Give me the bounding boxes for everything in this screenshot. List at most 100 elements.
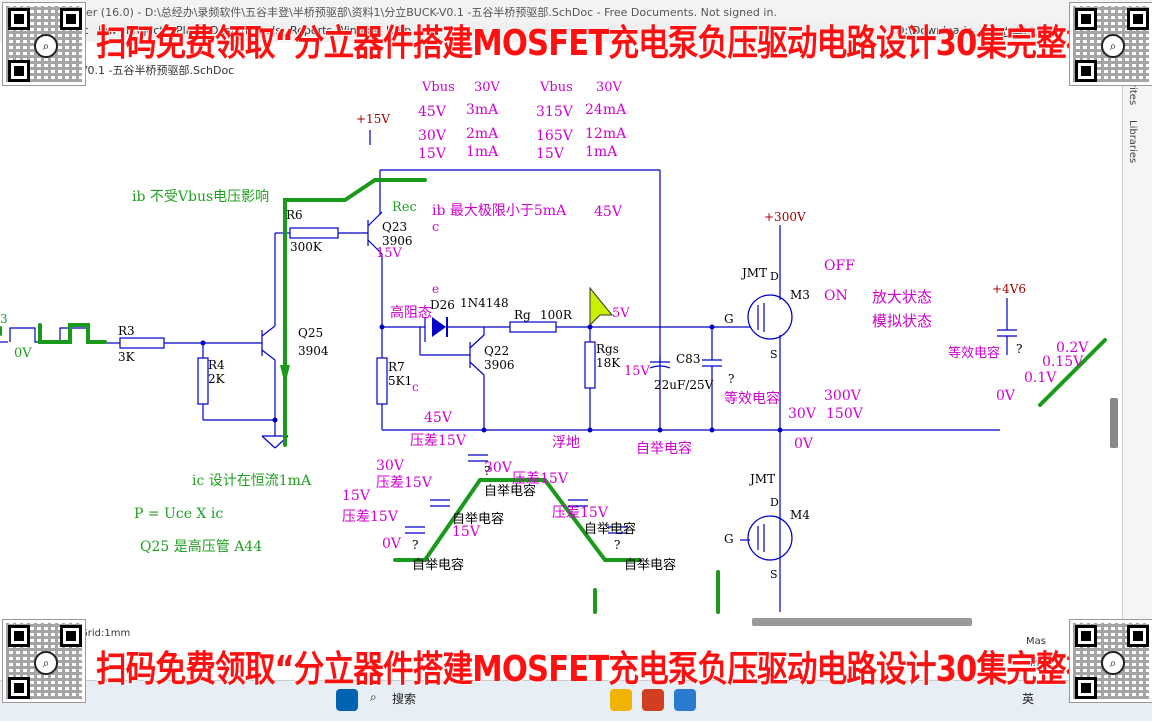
document-tab[interactable]: V0.1 -五谷半桥预驱部.SchDoc [80, 64, 235, 77]
label-0-1v: 0.1V [1024, 370, 1057, 386]
horizontal-scrollbar[interactable] [752, 618, 972, 626]
m4-pin-g: G [724, 532, 734, 546]
menu-item-design[interactable]: Design [210, 24, 248, 37]
label-30v-b4: 30V [484, 460, 512, 476]
menu-item-reports[interactable]: Reports [290, 24, 333, 37]
label-0-2v: 0.2V [1056, 340, 1089, 356]
m3-label: M3 [790, 288, 810, 302]
app-icon[interactable] [642, 689, 664, 711]
side-label-inst: Inst [1030, 658, 1049, 669]
menu-item-place[interactable]: Place [176, 24, 206, 37]
table-cell: 15V [418, 146, 446, 162]
m4-pin-s: S [770, 568, 778, 581]
label-45v-bottom: 45V [424, 410, 452, 426]
table-cell: 315V [536, 104, 573, 120]
label-150v: 150V [826, 406, 863, 422]
label-5v: 5V [612, 306, 630, 321]
taskbar: ⌕ 搜索 英 [0, 680, 1152, 721]
note-ic-const: ic 设计在恒流1mA [192, 473, 312, 489]
table-cell: 165V [536, 128, 573, 144]
note-equiv-cap-2: 等效电容 [948, 346, 1001, 361]
table-cell: 12mA [585, 126, 627, 142]
label-45v: 45V [594, 204, 622, 220]
cap-4v6-q: ? [1016, 342, 1023, 356]
note-ib-vbus: ib 不受Vbus电压影响 [132, 189, 270, 205]
c83-value: 22uF/25V [654, 378, 714, 392]
jmt-label-m3: JMT [742, 266, 768, 280]
menu-item-help[interactable]: Help [386, 24, 412, 37]
rg-label: Rg [514, 308, 531, 322]
search-icon: ⌕ [1101, 34, 1125, 58]
bootstrap-cap-b6: 自举电容 [412, 558, 465, 573]
right-panel: Favorites Libraries [1122, 42, 1152, 622]
q23-value: 3906 [382, 234, 413, 248]
note-bootstrap-cap: 自举电容 [636, 441, 692, 457]
note-equiv-cap: 等效电容 [724, 391, 780, 407]
menu-item-file[interactable]: t [84, 24, 89, 37]
search-icon[interactable]: ⌕ [370, 690, 377, 704]
r7-value: 5K1 [388, 374, 413, 388]
table-cell: 30V [418, 128, 446, 144]
menu-item-project[interactable]: Project [126, 24, 164, 37]
r6-value: 300K [290, 240, 322, 254]
menu-item-tools[interactable]: Tools [254, 24, 282, 37]
promo-banner-top: 扫码免费领取“分立器件搭建MOSFET充电泵负压驱动电路设计30集完整视频” [96, 23, 1145, 64]
note-on: ON [824, 288, 848, 304]
bootstrap-cap-b4: 自举电容 [484, 484, 537, 499]
menu-item-window[interactable]: Window [336, 24, 380, 37]
project-box[interactable]: 分立半桥... [990, 26, 1045, 39]
libraries-tab[interactable]: Libraries [1127, 120, 1138, 164]
table-header-30v-1: 30V [474, 80, 500, 95]
r3-value: 3K [118, 350, 135, 364]
note-power: P = Uce X ic [134, 506, 224, 522]
table-cell: 1mA [585, 144, 618, 160]
search-icon: ⌕ [1101, 651, 1125, 675]
table-cell: 3mA [466, 102, 499, 118]
note-pressure-15v: 压差15V [410, 433, 466, 449]
table-cell: 2mA [466, 126, 499, 142]
m3-pin-g: G [724, 312, 734, 326]
q25-value: 3904 [298, 344, 329, 358]
title-bar: er (16.0) - D:\总经办\录频软件\五谷丰登\半桥预驱部\资料1\分… [0, 0, 1152, 23]
c83-label: C83 [676, 352, 701, 366]
qr-code-bottom-left: ⌕ [3, 620, 85, 702]
qr-code-bottom-right: ⌕ [1070, 620, 1152, 702]
pin-c-label: c [432, 220, 440, 235]
label-300v: 300V [824, 388, 861, 404]
vertical-scrollbar[interactable] [1110, 398, 1118, 448]
q23-label: Q23 [382, 220, 408, 234]
start-icon[interactable] [336, 689, 358, 711]
label-30v-b1: 30V [376, 458, 404, 474]
q25-label: Q25 [298, 326, 324, 340]
note-q25-hv: Q25 是高压管 A44 [140, 539, 263, 555]
grid-status: Grid:1mm [80, 628, 131, 639]
m4-label: M4 [790, 508, 810, 522]
jmt-label-m4: JMT [750, 472, 776, 486]
bootstrap-cap-b5: 自举电容 [452, 512, 505, 527]
taskbar-search[interactable]: 搜索 [392, 692, 417, 706]
search-icon: ⌕ [34, 651, 58, 675]
folder-icon[interactable] [610, 689, 632, 711]
path-box[interactable]: D:\Downloads... [896, 24, 983, 37]
r4-value: 2K [208, 372, 225, 386]
ime-indicator[interactable]: 英 [1022, 692, 1035, 706]
label-15v-q23: 15V [376, 246, 402, 261]
menu-item-view[interactable]: iew [98, 24, 117, 37]
table-cell: 24mA [585, 102, 627, 118]
label-v3: 3 [0, 312, 8, 326]
label-15v-b2: 15V [342, 488, 370, 504]
cap-q-b2: ? [484, 464, 491, 478]
label-15v-b5: 15V [452, 524, 480, 540]
label-0v-right: 0V [996, 388, 1016, 404]
supply-4v6: +4V6 [992, 282, 1026, 296]
browser-icon[interactable] [674, 689, 696, 711]
note-pressure-b7: 压差15V [512, 471, 568, 487]
table-cell: 45V [418, 104, 446, 120]
pin-e-label: e [432, 282, 440, 296]
bootstrap-cap-b8: 自举电容 [584, 522, 637, 537]
note-pressure-b2: 压差15V [342, 509, 398, 525]
label-0v-left: 0V [14, 346, 32, 361]
r3-label: R3 [118, 324, 135, 338]
m3-pin-s: S [770, 348, 778, 361]
